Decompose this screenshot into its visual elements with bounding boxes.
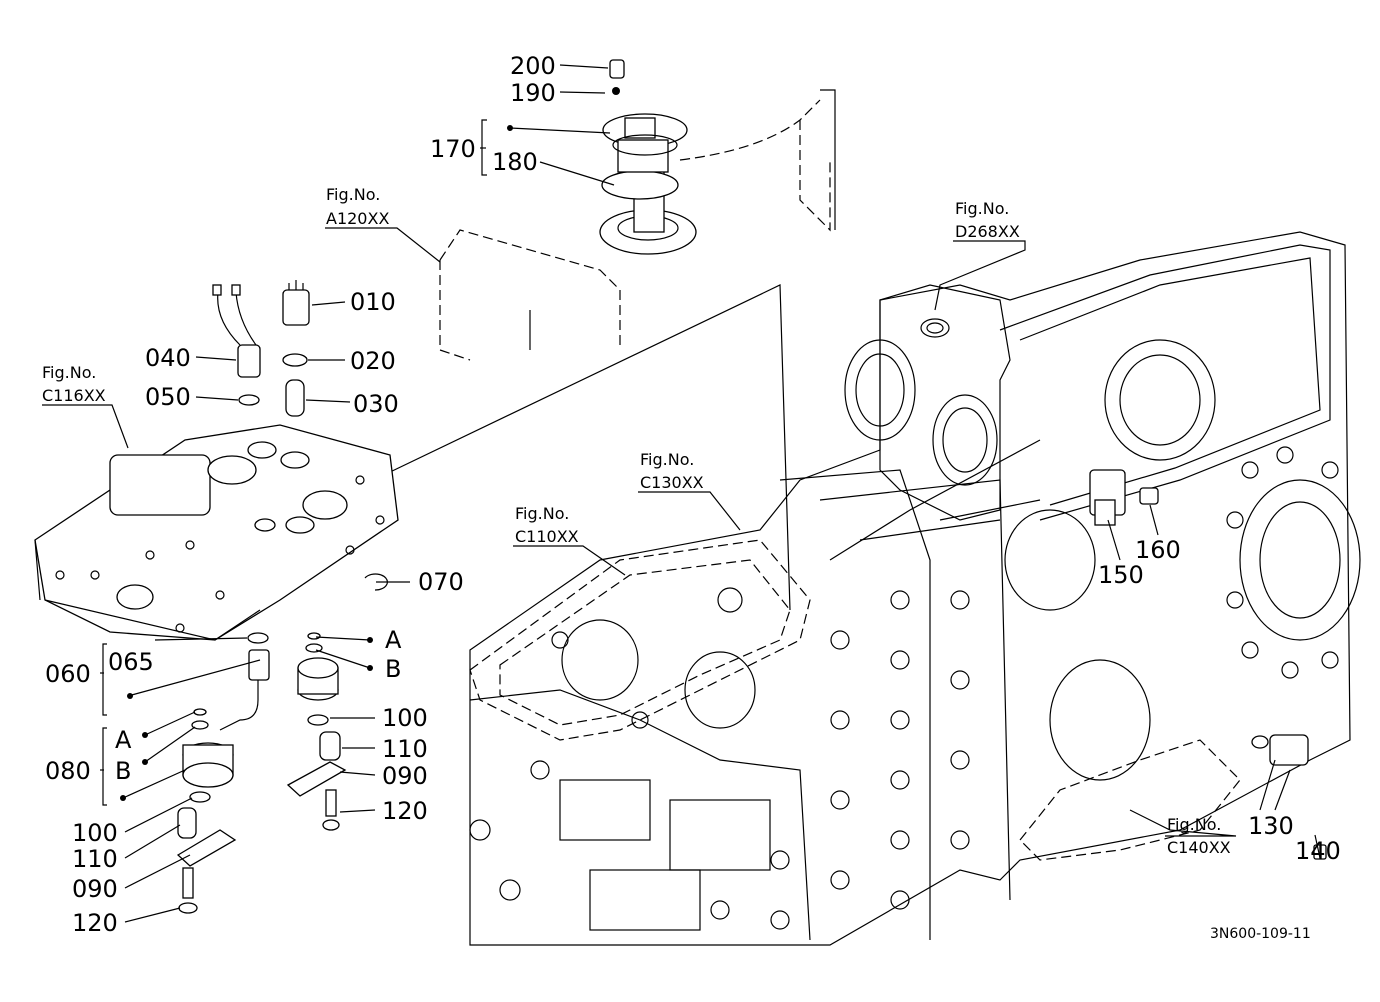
fig-d268-code: D268XX [955,222,1020,241]
fig-d268-label: Fig.No. [955,199,1009,218]
fig-c116-label: Fig.No. [42,363,96,382]
hood-outline [439,89,836,361]
callout-b-upper: B [385,655,401,683]
callout-170: 170 [430,135,476,163]
fig-c110-code: C110XX [515,527,579,546]
callout-010: 010 [350,288,396,316]
callout-150: 150 [1098,561,1144,589]
leader-dots [120,125,513,801]
callout-labels: 200 190 170 180 010 020 030 040 050 070 … [45,52,1341,937]
fig-c140-label: Fig.No. [1167,815,1221,834]
transmission-housing [469,231,1361,946]
valve-block [34,424,399,641]
fig-c140-code: C140XX [1167,838,1231,857]
callout-a-upper: A [385,626,402,654]
callout-040: 040 [145,344,191,372]
callout-a-lower: A [115,726,132,754]
callout-b-lower: B [115,757,131,785]
callout-120-right: 120 [382,797,428,825]
callout-180: 180 [492,148,538,176]
fig-c130-label: Fig.No. [640,450,694,469]
callout-160: 160 [1135,536,1181,564]
fuel-sender-unit [599,59,697,255]
callout-080: 080 [45,757,91,785]
figure-references: Fig.No. A120XX Fig.No. C116XX Fig.No. D2… [42,185,1231,857]
callout-110-left: 110 [72,845,118,873]
callout-070: 070 [418,568,464,596]
callout-190: 190 [510,79,556,107]
callout-110-right: 110 [382,735,428,763]
exploded-parts [176,280,1327,914]
callout-090-right: 090 [382,762,428,790]
leader-lines [42,64,1321,923]
callout-030: 030 [353,390,399,418]
callout-060: 060 [45,660,91,688]
callout-100-left: 100 [72,819,118,847]
callout-065: 065 [108,648,154,676]
callout-130: 130 [1248,812,1294,840]
fig-c110-label: Fig.No. [515,504,569,523]
fig-a120-label: Fig.No. [326,185,380,204]
fig-c130-code: C130XX [640,473,704,492]
callout-200: 200 [510,52,556,80]
callout-020: 020 [350,347,396,375]
drawing-code: 3N600-109-11 [1210,926,1311,942]
callout-140: 140 [1295,837,1341,865]
explosion-lines [289,284,1041,611]
fig-c116-code: C116XX [42,386,106,405]
callout-050: 050 [145,383,191,411]
callout-120-left: 120 [72,909,118,937]
fig-a120-code: A120XX [326,209,389,228]
callout-090-left: 090 [72,875,118,903]
callout-100-right: 100 [382,704,428,732]
